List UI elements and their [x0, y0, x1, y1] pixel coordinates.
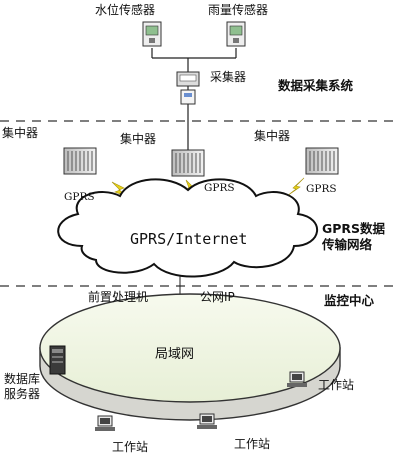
workstation-label-2: 工作站 [112, 440, 149, 454]
db-server-label-2: 服务器 [4, 387, 41, 401]
public-ip-label: 公网IP [200, 290, 235, 304]
sensor-wiring [151, 48, 237, 150]
lightning-icon [286, 177, 305, 197]
collector-icon [176, 71, 200, 105]
workstation-icon [287, 371, 307, 387]
concentrator-icon [63, 147, 97, 175]
section-gprs-transmission-1: GPRS数据 [322, 221, 386, 236]
collector-label: 采集器 [210, 70, 247, 84]
rain-gauge-sensor-icon [226, 21, 246, 47]
concentrator-label-3: 集中器 [254, 129, 291, 143]
server-icon [49, 345, 66, 375]
workstation-label-1: 工作站 [318, 378, 355, 392]
workstation-label-3: 工作站 [234, 437, 271, 451]
water-level-sensor-icon [142, 21, 162, 47]
cloud-icon [57, 178, 318, 278]
gprs-label-2: GPRS [204, 182, 235, 194]
concentrator-label-2: 集中器 [120, 132, 157, 146]
gprs-label-3: GPRS [306, 183, 337, 195]
lan-label: 局域网 [155, 347, 195, 362]
water-level-sensor-label: 水位传感器 [95, 3, 156, 17]
section-gprs-transmission-2: 传输网络 [322, 237, 373, 252]
front-processor-label: 前置处理机 [88, 290, 149, 304]
concentrator-label-1: 集中器 [2, 126, 39, 140]
concentrator-icon [305, 147, 339, 175]
lan-platform [39, 293, 341, 421]
gprs-label-1: GPRS [64, 191, 95, 203]
rain-gauge-sensor-label: 雨量传感器 [208, 3, 269, 17]
db-server-label-1: 数据库 [4, 372, 41, 386]
concentrator-icon [171, 149, 205, 177]
workstation-icon [197, 413, 217, 429]
section-monitoring-center: 监控中心 [324, 293, 375, 308]
section-data-collection: 数据采集系统 [278, 78, 354, 93]
cloud-label: GPRS/Internet [130, 230, 248, 248]
workstation-icon [95, 415, 115, 431]
